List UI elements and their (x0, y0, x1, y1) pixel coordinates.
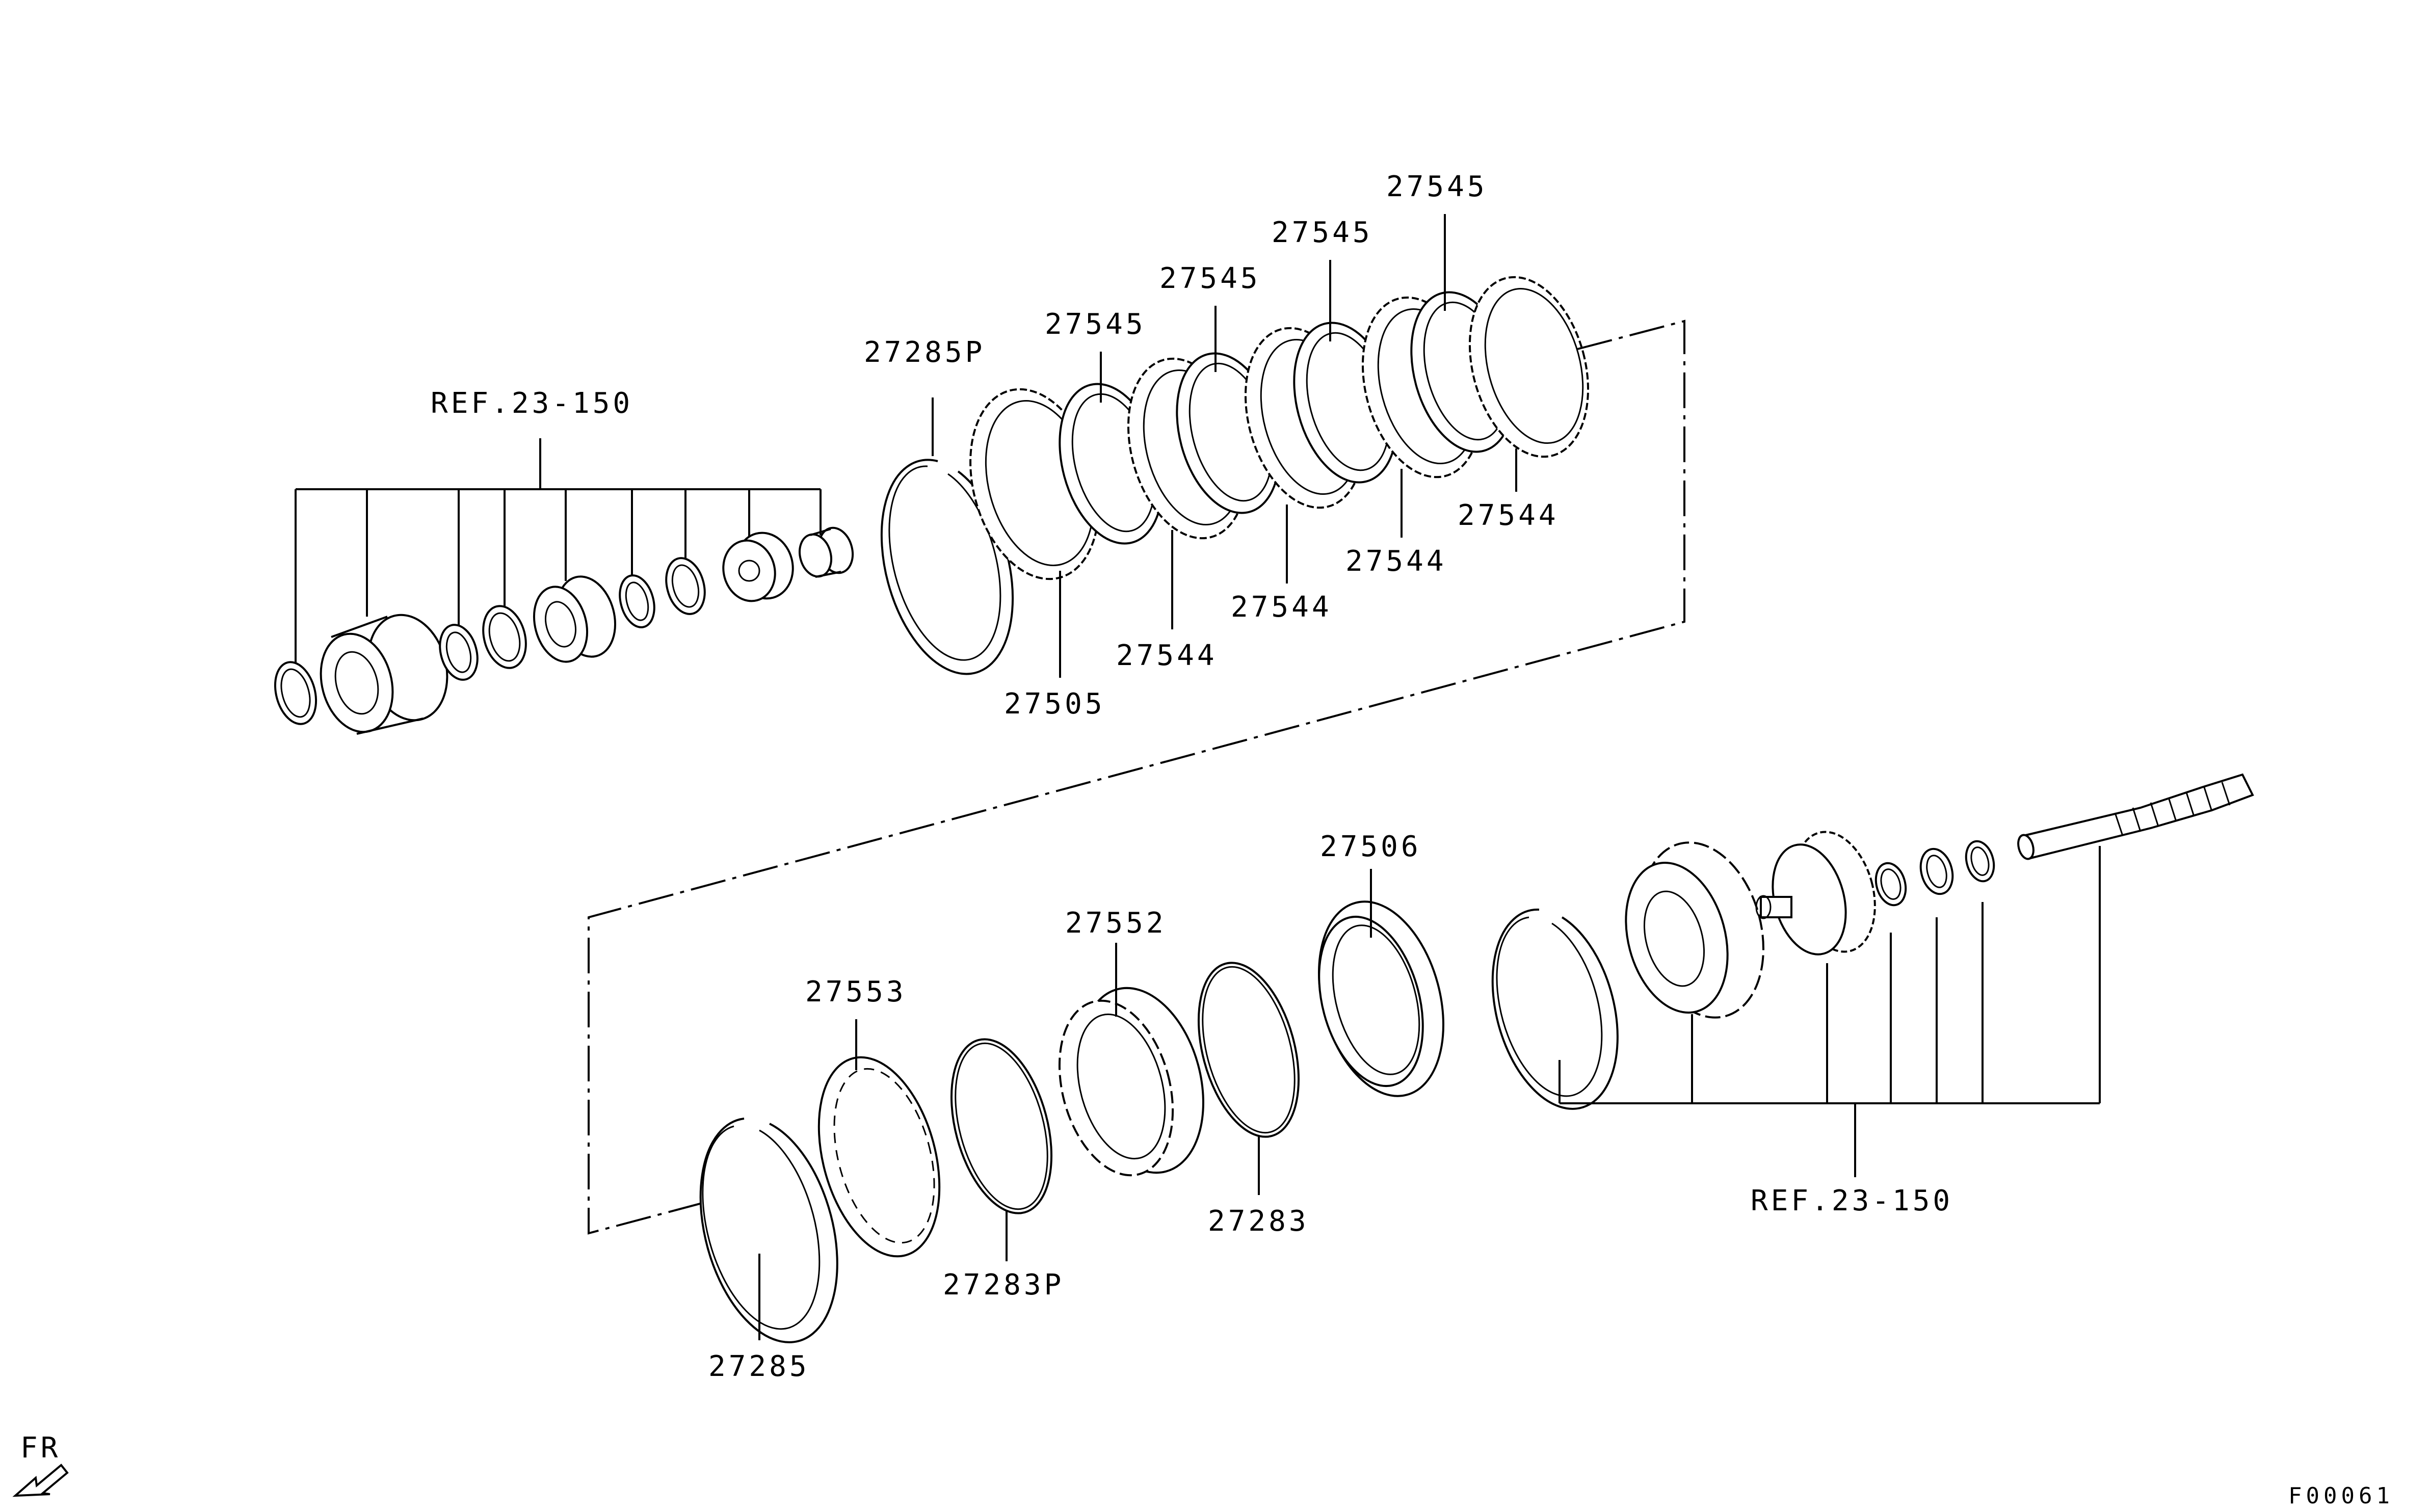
bearing-hub-upper (533, 575, 617, 663)
label-27552: 27552 (1065, 907, 1167, 940)
label-27545-4: 27545 (1386, 170, 1488, 203)
upper-plate-leaders (1059, 214, 1517, 678)
gear-hub-lower (1755, 831, 1876, 956)
lower-ref-parts (1625, 773, 2254, 1019)
upper-ref-parts (274, 526, 854, 735)
figure-code: F00061 (2288, 1483, 2394, 1509)
label-27505: 27505 (1004, 687, 1105, 721)
part-27552 (1058, 943, 1204, 1177)
upper-ref-bracket (295, 438, 822, 662)
planet-carrier-upper (722, 532, 794, 602)
label-27283: 27283 (1208, 1205, 1309, 1238)
part-27283P (950, 1038, 1053, 1261)
front-label: FR (20, 1431, 61, 1465)
part-27553 (817, 1019, 941, 1258)
label-27544-2: 27544 (1231, 591, 1332, 624)
snap-ring-lower (1491, 908, 1619, 1110)
label-27506: 27506 (1320, 830, 1421, 863)
assembly-connector-line (588, 320, 1685, 1235)
label-27553: 27553 (805, 975, 907, 1009)
part-27283 (1197, 962, 1300, 1195)
clutch-drum-upper (320, 614, 448, 735)
label-27545-2: 27545 (1159, 262, 1261, 295)
needle-bearing-upper (799, 526, 854, 578)
clutch-housing-lower (1625, 841, 1764, 1019)
input-shaft (2017, 773, 2254, 860)
label-27545-1: 27545 (1045, 308, 1146, 341)
label-27285: 27285 (708, 1350, 810, 1383)
front-direction-arrow-icon (12, 1464, 69, 1497)
label-27544-4: 27544 (1458, 499, 1559, 532)
label-27544-3: 27544 (1345, 545, 1447, 578)
part-27285 (699, 1118, 838, 1343)
lower-ref-bracket (1559, 846, 2101, 1177)
label-27283P: 27283P (943, 1268, 1064, 1302)
label-27544-1: 27544 (1116, 639, 1218, 672)
ref-label-upper: REF.23-150 (431, 387, 633, 420)
part-27506 (1317, 869, 1445, 1097)
ref-label-lower: REF.23-150 (1751, 1184, 1953, 1217)
clutch-pack-plates (969, 276, 1590, 580)
label-27285P: 27285P (864, 336, 985, 369)
label-27545-3: 27545 (1272, 216, 1373, 249)
